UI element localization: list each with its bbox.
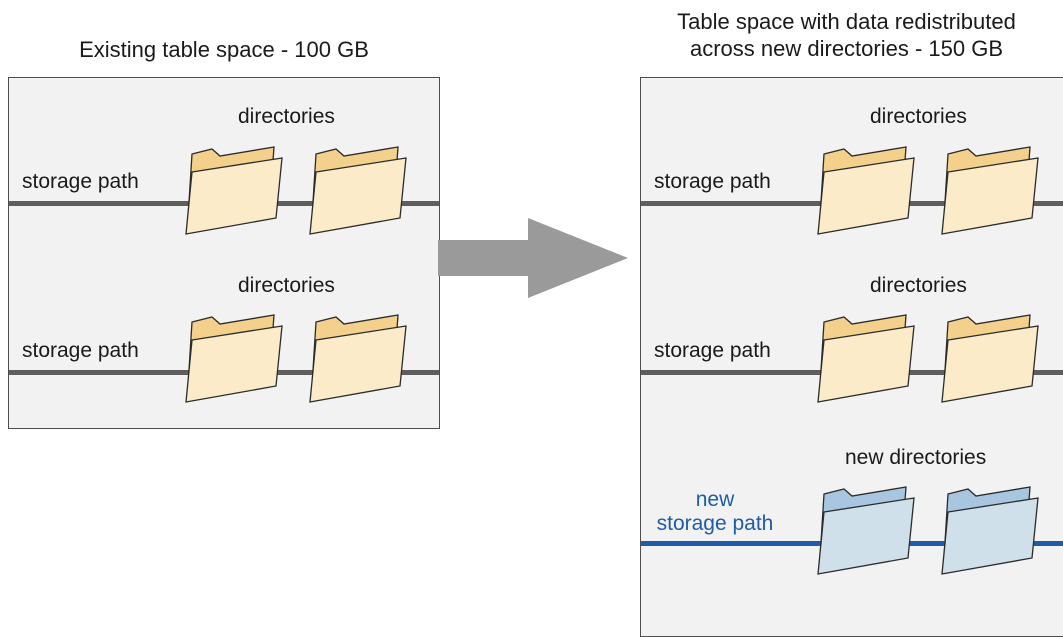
folder-icon xyxy=(938,314,1048,404)
folder-icon xyxy=(182,146,292,236)
right-title-line1: Table space with data redistributed xyxy=(677,9,1016,34)
folder-icon xyxy=(938,146,1048,236)
new-directories-label: new directories xyxy=(845,446,987,469)
new-folder-icon xyxy=(938,486,1048,576)
directories-label: directories xyxy=(870,274,967,297)
storage-path-label: storage path xyxy=(654,339,771,362)
directories-label: directories xyxy=(238,105,335,128)
folder-icon xyxy=(306,314,416,404)
new-storage-path-label-line2: storage path xyxy=(656,512,774,535)
directories-label: directories xyxy=(238,274,335,297)
storage-path-label: storage path xyxy=(654,170,771,193)
folder-icon xyxy=(306,146,416,236)
arrow-right-icon xyxy=(438,218,628,298)
new-folder-icon xyxy=(814,486,924,576)
new-storage-path-label: new storage path xyxy=(650,488,780,536)
right-title-line2: across new directories - 150 GB xyxy=(689,36,1004,61)
folder-icon xyxy=(814,314,924,404)
new-storage-path-label-line1: new xyxy=(695,488,735,511)
storage-path-label: storage path xyxy=(22,170,139,193)
folder-icon xyxy=(182,314,292,404)
left-title: Existing table space - 100 GB xyxy=(79,37,369,62)
directories-label: directories xyxy=(870,105,967,128)
storage-path-label: storage path xyxy=(22,339,139,362)
folder-icon xyxy=(814,146,924,236)
right-title: Table space with data redistributed acro… xyxy=(630,8,1063,62)
arrow-shape xyxy=(438,218,628,298)
